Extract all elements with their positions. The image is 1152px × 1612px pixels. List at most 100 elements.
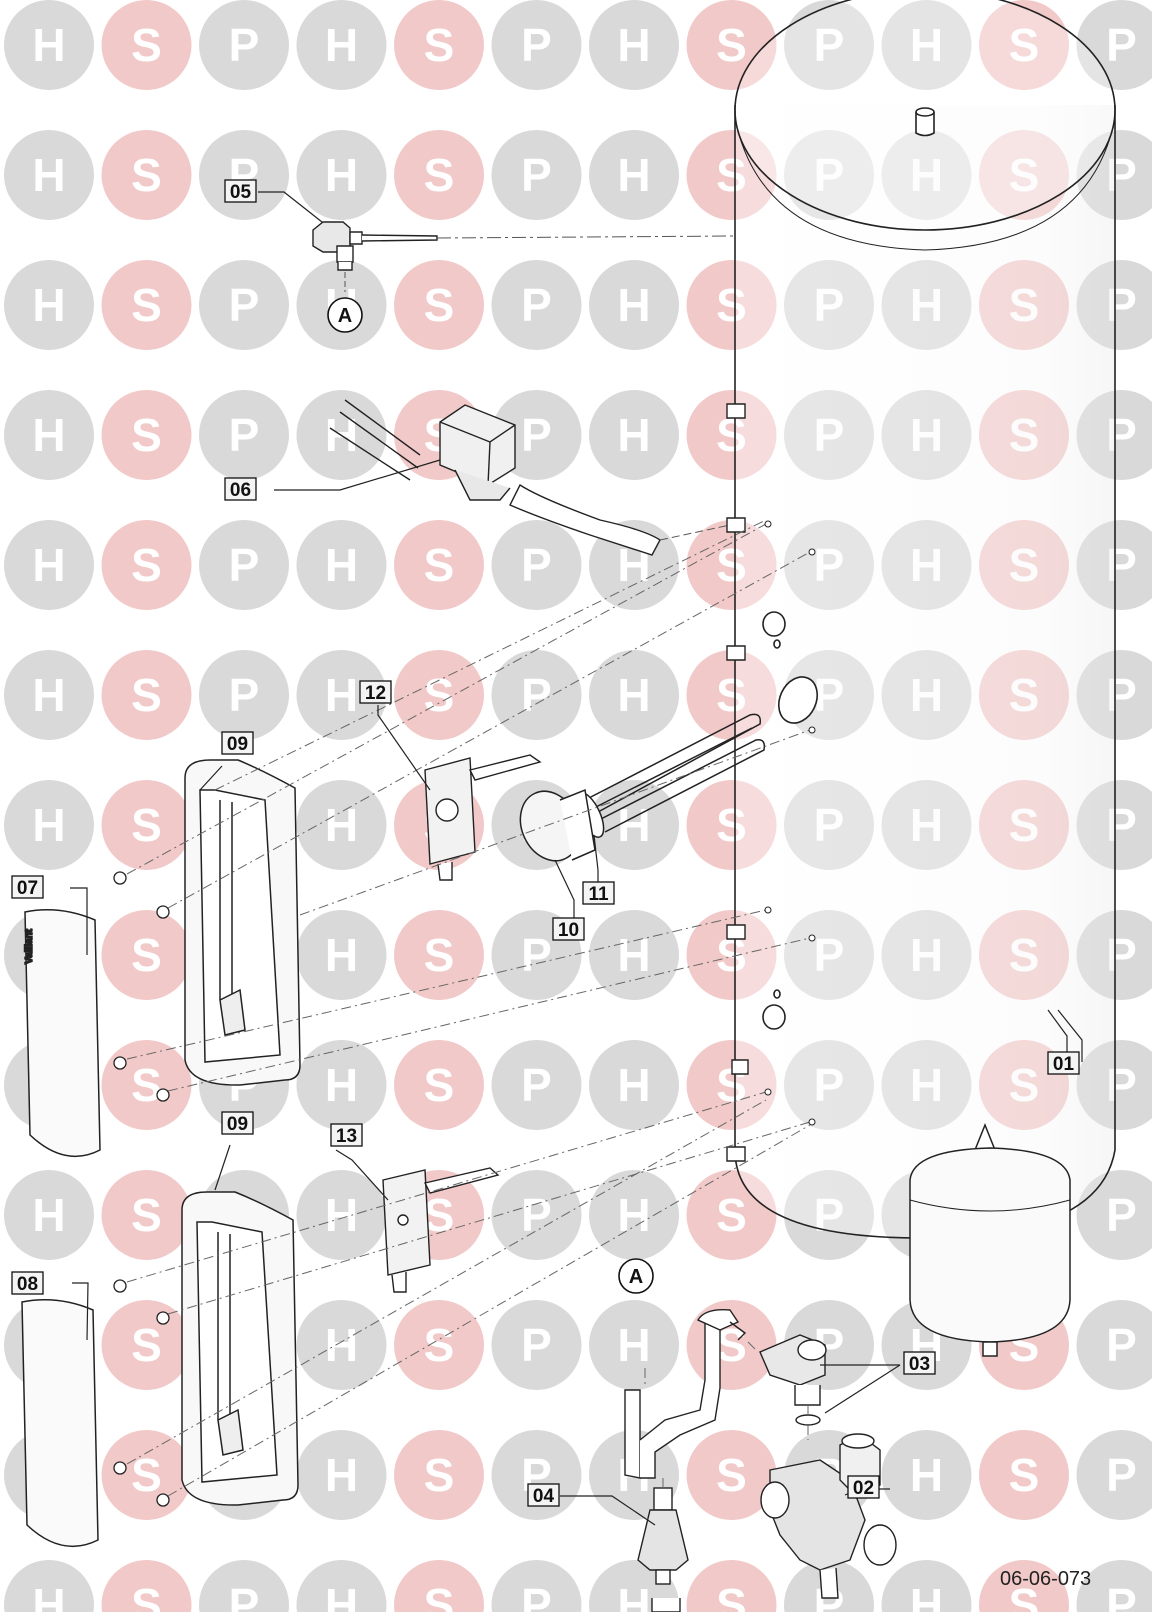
watermark-circle [686, 1560, 777, 1612]
part-label-01-text: 01 [1053, 1054, 1075, 1075]
watermark-letter: H [325, 799, 358, 851]
lower-cover-frame [181, 1191, 299, 1506]
watermark-letter: S [716, 1579, 747, 1612]
watermark-circle [394, 910, 484, 1000]
watermark-circle [394, 1040, 484, 1130]
watermark-circle [784, 0, 874, 90]
upper-front-cover: Vaillant [23, 909, 101, 1157]
watermark-circle [4, 130, 94, 220]
watermark-letter: S [424, 1059, 455, 1111]
watermark-letter: H [32, 149, 65, 201]
watermark-letter: S [1009, 19, 1040, 71]
watermark-letter: H [325, 149, 358, 201]
watermark-circle [394, 260, 484, 350]
watermark-letter: P [1106, 1189, 1137, 1241]
watermark-circle [296, 1560, 387, 1612]
watermark-letter: S [424, 19, 455, 71]
watermark-letter: H [617, 1059, 650, 1111]
part-label-04: 04 [527, 1483, 560, 1507]
pipework [624, 1309, 747, 1479]
watermark-circle [101, 650, 192, 740]
part-label-10: 10 [552, 917, 585, 941]
watermark-letter: S [716, 19, 747, 71]
watermark-letter: P [229, 539, 260, 591]
watermark-circle [394, 650, 484, 740]
watermark-circle [491, 130, 582, 220]
watermark-circle [101, 130, 192, 220]
part-label-06-text: 06 [230, 480, 251, 501]
watermark-circle [199, 390, 289, 480]
watermark-circle [394, 1300, 484, 1390]
tp-relief-valve [312, 221, 438, 271]
watermark-letter: P [229, 1579, 260, 1612]
watermark-letter: S [131, 539, 162, 591]
watermark-letter: H [32, 279, 65, 331]
lower-screws [113, 1279, 170, 1507]
watermark-circle [589, 130, 679, 220]
watermark-circle [979, 1560, 1069, 1612]
lower-front-cover [21, 1299, 99, 1547]
watermark-circle [686, 0, 777, 90]
watermark-letter: P [521, 1059, 552, 1111]
watermark-circle [589, 1170, 679, 1260]
watermark-letter: H [325, 669, 358, 721]
watermark-letter: H [617, 409, 650, 461]
watermark-letter: H [910, 1449, 943, 1501]
watermark-letter: P [521, 1579, 552, 1612]
watermark-letter: H [32, 539, 65, 591]
reference-a-upper: A [327, 297, 363, 333]
watermark-circle [199, 130, 289, 220]
watermark-circle [296, 130, 387, 220]
part-label-03: 03 [903, 1351, 936, 1375]
part-label-01: 01 [1047, 1051, 1080, 1075]
watermark-letter: S [131, 279, 162, 331]
watermark-circle [491, 650, 582, 740]
part-label-09: 09 [221, 731, 254, 755]
part-label-09-text: 09 [227, 734, 248, 755]
part-label-11-text: 11 [588, 884, 609, 905]
part-label-03-text: 03 [909, 1354, 930, 1375]
watermark-circle [4, 780, 94, 870]
watermark-circle [4, 1170, 94, 1260]
watermark-letter: H [32, 19, 65, 71]
watermark-circle [101, 520, 192, 610]
reference-a-lower: A [618, 1258, 654, 1294]
watermark-circle [101, 1170, 192, 1260]
watermark-letter: H [910, 1579, 943, 1612]
watermark-circle [394, 1560, 484, 1612]
watermark-letter: H [617, 19, 650, 71]
watermark-circle [296, 1170, 387, 1260]
watermark-letter: H [617, 1319, 650, 1371]
watermark-letter: S [716, 1189, 747, 1241]
reference-callouts: A A [327, 297, 654, 1294]
watermark-letter: P [521, 539, 552, 591]
watermark-circle [589, 260, 679, 350]
watermark-circle [199, 650, 289, 740]
watermark-circle [199, 520, 289, 610]
watermark-circle [101, 390, 192, 480]
watermark-letter: H [617, 1189, 650, 1241]
watermark-letter: S [716, 1449, 747, 1501]
watermark-letter: P [521, 409, 552, 461]
watermark-circle [1076, 0, 1152, 90]
expansion-vessel [909, 1122, 1071, 1357]
watermark-letter: S [131, 799, 162, 851]
part-label-09-lower-text: 09 [227, 1114, 248, 1135]
watermark-letter: H [617, 149, 650, 201]
watermark-circle [394, 0, 484, 90]
watermark-circle [589, 390, 679, 480]
watermark-circle [296, 0, 387, 90]
lower-thermostat [382, 1167, 500, 1293]
watermark-circle [1076, 1430, 1152, 1520]
watermark-letter: P [229, 669, 260, 721]
part-label-05-text: 05 [230, 182, 252, 203]
watermark-letter: H [325, 1059, 358, 1111]
watermark-letter: S [131, 409, 162, 461]
reference-a-lower-label: A [629, 1266, 643, 1288]
watermark-circle [101, 0, 192, 90]
watermark-circle [589, 1300, 679, 1390]
watermark-letter: S [131, 149, 162, 201]
watermark-letter: P [521, 929, 552, 981]
watermark-circle [296, 1300, 387, 1390]
